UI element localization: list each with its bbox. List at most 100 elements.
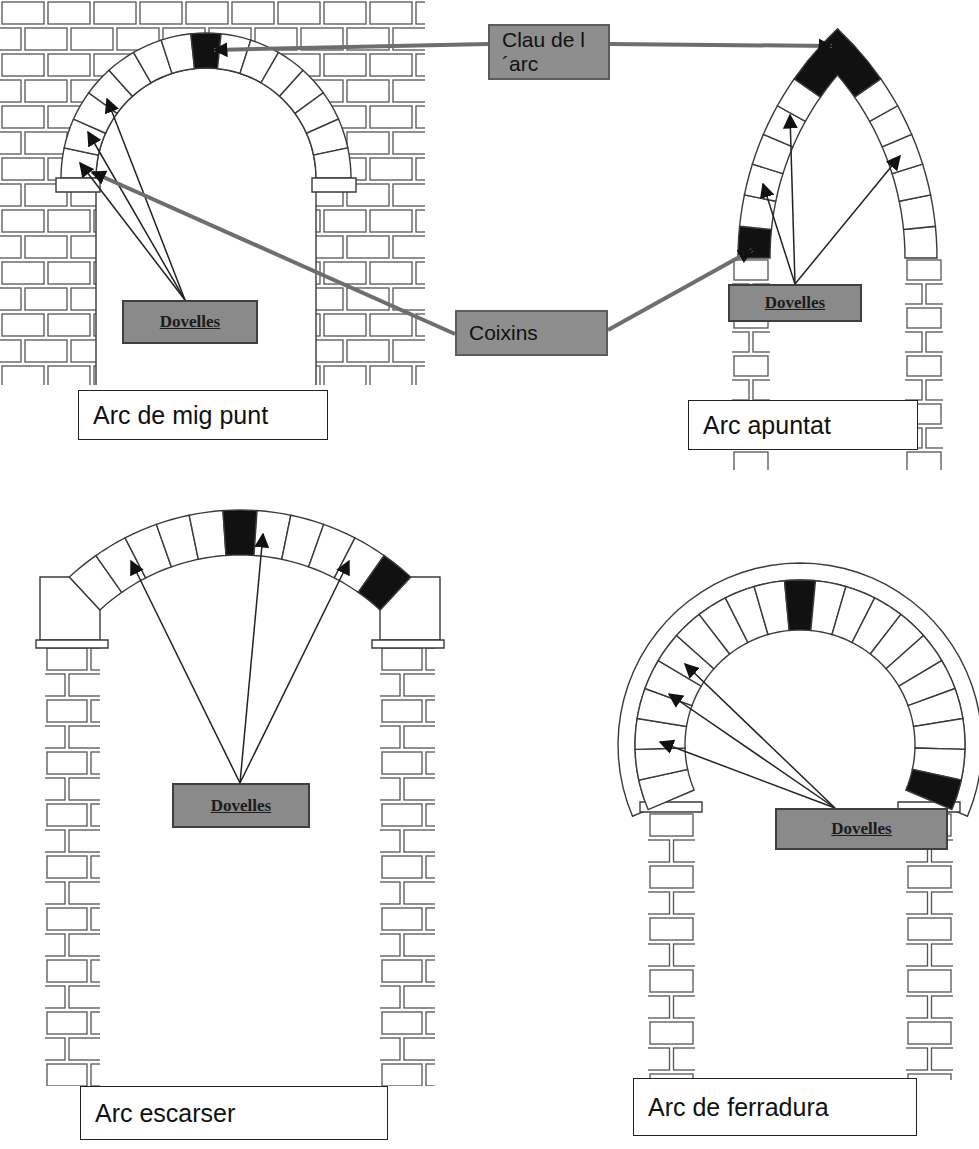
brick [648, 840, 670, 862]
brick [907, 452, 941, 470]
brick [674, 892, 696, 914]
brick [45, 674, 65, 696]
cornice [36, 640, 108, 648]
brick [45, 882, 65, 904]
brick [0, 80, 21, 102]
brick-wall [45, 648, 100, 1086]
brick [71, 28, 113, 50]
brick [48, 262, 90, 284]
horseshoe-arch [580, 563, 979, 1096]
brick [416, 262, 425, 284]
brick [25, 236, 67, 258]
brick [370, 106, 412, 128]
brick [650, 1022, 693, 1044]
brick [906, 1048, 928, 1070]
brick [47, 752, 87, 774]
brick [926, 380, 943, 400]
voussoir [161, 34, 194, 74]
brick [47, 908, 87, 930]
brick [370, 262, 412, 284]
box-text: Dovelles [831, 819, 891, 839]
brick [2, 106, 44, 128]
brick [908, 1022, 951, 1044]
brick [382, 700, 422, 722]
voussoir [358, 556, 410, 610]
brick [380, 986, 400, 1008]
segmental-arch [0, 510, 466, 1086]
box-text: Arc apuntat [703, 411, 831, 440]
brick [25, 28, 67, 50]
brick [370, 54, 412, 76]
brick [416, 366, 425, 385]
leader-line [88, 132, 185, 300]
brick [732, 380, 749, 400]
leader-line [80, 163, 185, 300]
brick [0, 184, 21, 206]
brick [650, 970, 693, 992]
brick [48, 366, 90, 385]
brick [906, 996, 928, 1018]
box-text: Arc de ferradura [648, 1093, 829, 1122]
brick [324, 54, 366, 76]
box-text: Coixins [469, 321, 538, 345]
brick [2, 366, 44, 385]
brick [404, 986, 435, 1008]
brick [47, 1064, 87, 1086]
brick [370, 158, 412, 180]
cornice [372, 640, 444, 648]
caption-box: Arc de ferradura [633, 1078, 917, 1136]
brick [324, 262, 366, 284]
brick [380, 934, 400, 956]
brick [0, 340, 21, 362]
brick [69, 1038, 100, 1060]
brick [324, 314, 366, 336]
brick [2, 262, 44, 284]
brick-wall [648, 814, 695, 1080]
brick [382, 752, 422, 774]
brick [393, 132, 425, 154]
brick [732, 332, 749, 352]
brick [0, 236, 21, 258]
arch-band [618, 563, 979, 816]
leader-line [685, 664, 835, 808]
brick [25, 132, 67, 154]
brick [347, 80, 389, 102]
brick [45, 726, 65, 748]
callout-box: Dovelles [172, 783, 310, 828]
brick [47, 856, 87, 878]
brick [347, 340, 389, 362]
brick [404, 778, 435, 800]
caption-box: Arc de mig punt [78, 390, 328, 440]
brick [232, 2, 274, 24]
brick [650, 918, 693, 940]
brick [905, 332, 922, 352]
brick [908, 918, 951, 940]
brick [380, 726, 400, 748]
brick [0, 28, 21, 50]
brick [69, 778, 100, 800]
semicircular-arch [0, 2, 458, 388]
brick [47, 648, 87, 670]
brick [906, 892, 928, 914]
brick [734, 260, 768, 280]
illustration [0, 2, 979, 1096]
brick [370, 314, 412, 336]
brick [932, 892, 954, 914]
brick [0, 132, 21, 154]
brick [2, 158, 44, 180]
caption-box: Arc apuntat [688, 400, 918, 450]
brick [47, 804, 87, 826]
brick [47, 1012, 87, 1034]
brick [416, 106, 425, 128]
impost [312, 178, 356, 192]
brick [382, 960, 422, 982]
brick [404, 1038, 435, 1060]
box-text: Clau de l´arc [502, 28, 596, 76]
brick [186, 2, 228, 24]
brick [69, 674, 100, 696]
leader-line [790, 115, 795, 284]
brick [382, 1064, 422, 1086]
leader-line [610, 44, 832, 46]
brick [648, 1048, 670, 1070]
